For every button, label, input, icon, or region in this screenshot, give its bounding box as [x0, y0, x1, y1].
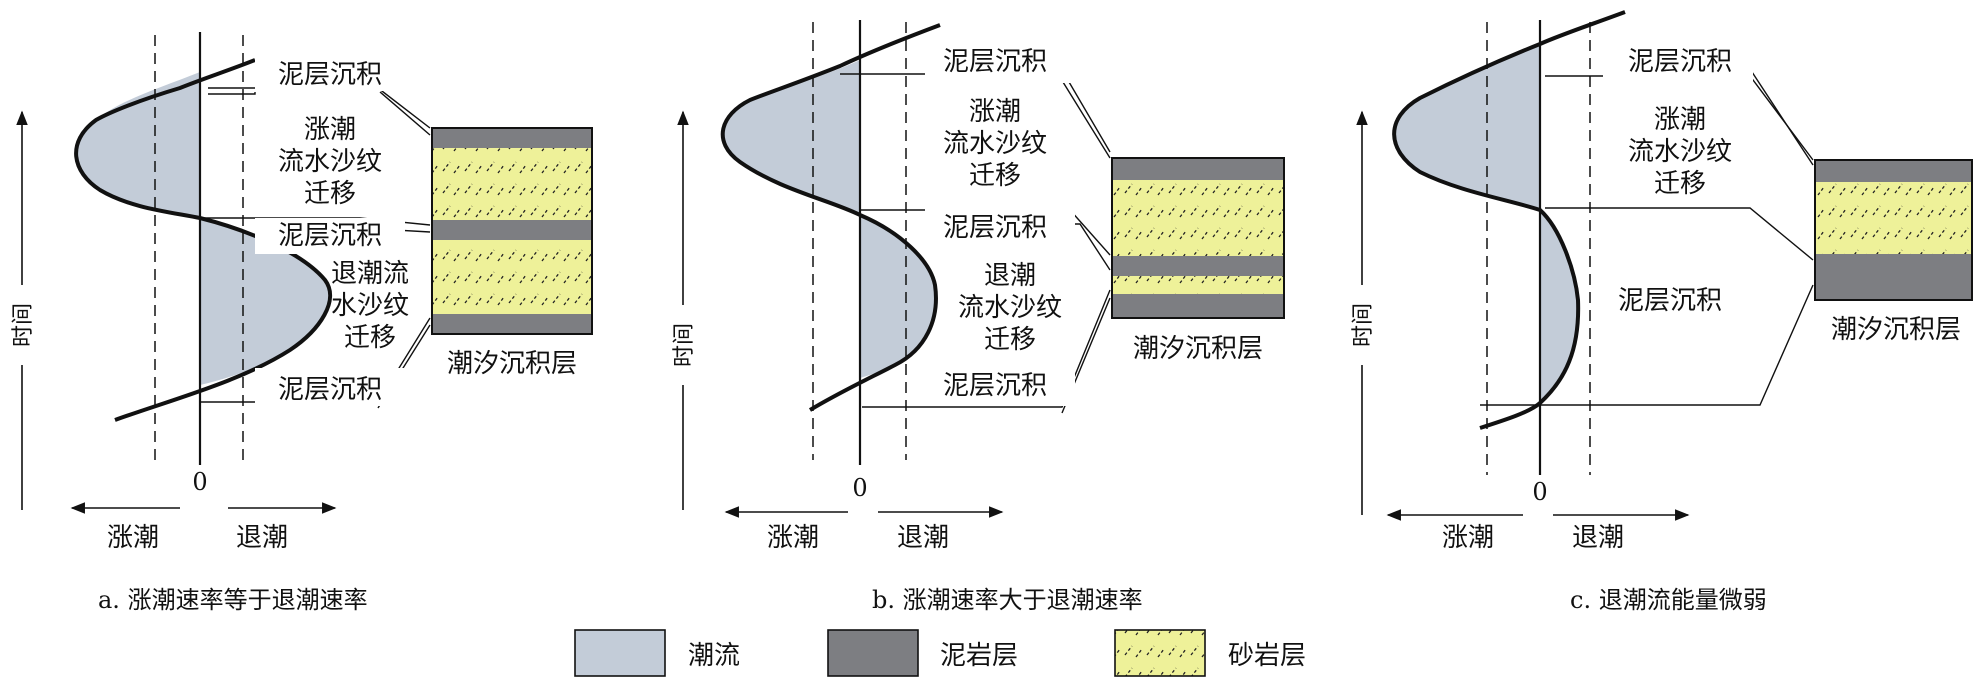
- velocity-curve: [74, 58, 332, 422]
- label-flood-line1: 涨潮: [969, 97, 1021, 127]
- label-flood-line1: 涨潮: [1654, 105, 1706, 135]
- label-flood-line2: 流水沙纹: [1628, 137, 1732, 167]
- time-axis-label: 时间: [672, 323, 697, 367]
- label-mud-top: 泥层沉积: [943, 47, 1047, 77]
- label-flood-line3: 迁移: [969, 161, 1021, 191]
- label-mud-bottom: 泥层沉积: [278, 375, 382, 405]
- strata-column: [1814, 159, 1973, 301]
- ebb-direction-label: 退潮: [1572, 523, 1624, 553]
- flood-direction-label: 涨潮: [767, 523, 819, 553]
- label-flood-line3: 迁移: [1654, 169, 1706, 199]
- panel-caption: a. 涨潮速率等于退潮速率: [98, 586, 368, 614]
- strata-column: [1111, 157, 1285, 319]
- flood-flow-area: [76, 72, 200, 218]
- time-axis-label: 时间: [11, 303, 36, 347]
- zero-label: 0: [192, 468, 207, 496]
- label-ebb-line1: 退潮: [984, 261, 1036, 291]
- label-ebb-line2: 水沙纹: [331, 291, 409, 321]
- velocity-curve: [720, 23, 941, 412]
- column-title: 潮汐沉积层: [1133, 334, 1263, 364]
- flood-direction-label: 涨潮: [107, 523, 159, 553]
- flood-flow-area: [1394, 44, 1540, 210]
- ebb-direction-label: 退潮: [897, 523, 949, 553]
- legend: 潮流 泥岩层 砂岩层: [574, 629, 1306, 677]
- panel-caption: b. 涨潮速率大于退潮速率: [872, 586, 1143, 614]
- column-title: 潮汐沉积层: [447, 349, 577, 379]
- label-mud-top: 泥层沉积: [1628, 47, 1732, 77]
- panel-a: 时间 泥层沉积 涨潮 流水沙纹 迁移 泥层沉积 退潮流 水沙纹 迁移: [8, 32, 593, 614]
- label-mud-lower: 泥层沉积: [1618, 286, 1722, 316]
- label-flood-line2: 流水沙纹: [943, 129, 1047, 159]
- ebb-flow-area: [1540, 210, 1579, 403]
- label-flood-line2: 流水沙纹: [278, 147, 382, 177]
- label-mud-top: 泥层沉积: [278, 60, 382, 90]
- label-ebb-line1: 退潮流: [331, 259, 409, 289]
- legend-swatch-mudstone: [827, 629, 919, 677]
- flood-direction-label: 涨潮: [1442, 523, 1494, 553]
- ebb-direction-label: 退潮: [236, 523, 288, 553]
- panel-b: 时间 泥层沉积 涨潮 流水沙纹 迁移 泥层沉积 退潮 流水沙纹 迁移 泥层沉积: [669, 20, 1285, 614]
- label-ebb-line3: 迁移: [344, 323, 396, 353]
- ebb-flow-area: [860, 215, 936, 378]
- label-flood-line3: 迁移: [304, 179, 356, 209]
- panel-c: 时间 泥层沉积 涨潮 流水沙纹 迁移 泥层沉积 潮汐沉积层 0 涨潮 退: [1348, 10, 1973, 614]
- label-mud-mid: 泥层沉积: [943, 213, 1047, 243]
- legend-label-tidal-flow: 潮流: [688, 641, 740, 671]
- legend-label-sandstone: 砂岩层: [1228, 641, 1306, 671]
- label-mud-bottom: 泥层沉积: [943, 371, 1047, 401]
- legend-swatch-tidal-flow: [574, 629, 666, 677]
- panel-caption: c. 退潮流能量微弱: [1570, 586, 1767, 614]
- velocity-curve: [1392, 10, 1626, 430]
- label-flood-line1: 涨潮: [304, 115, 356, 145]
- time-axis-label: 时间: [1351, 303, 1376, 347]
- strata-column: [431, 127, 593, 335]
- zero-label: 0: [1532, 478, 1547, 506]
- label-mud-mid: 泥层沉积: [278, 221, 382, 251]
- label-ebb-line2: 流水沙纹: [958, 293, 1062, 323]
- label-ebb-line3: 迁移: [984, 325, 1036, 355]
- legend-swatch-sandstone: [1114, 629, 1206, 677]
- legend-label-mudstone: 泥岩层: [940, 641, 1018, 671]
- column-title: 潮汐沉积层: [1831, 315, 1961, 345]
- zero-label: 0: [852, 474, 867, 502]
